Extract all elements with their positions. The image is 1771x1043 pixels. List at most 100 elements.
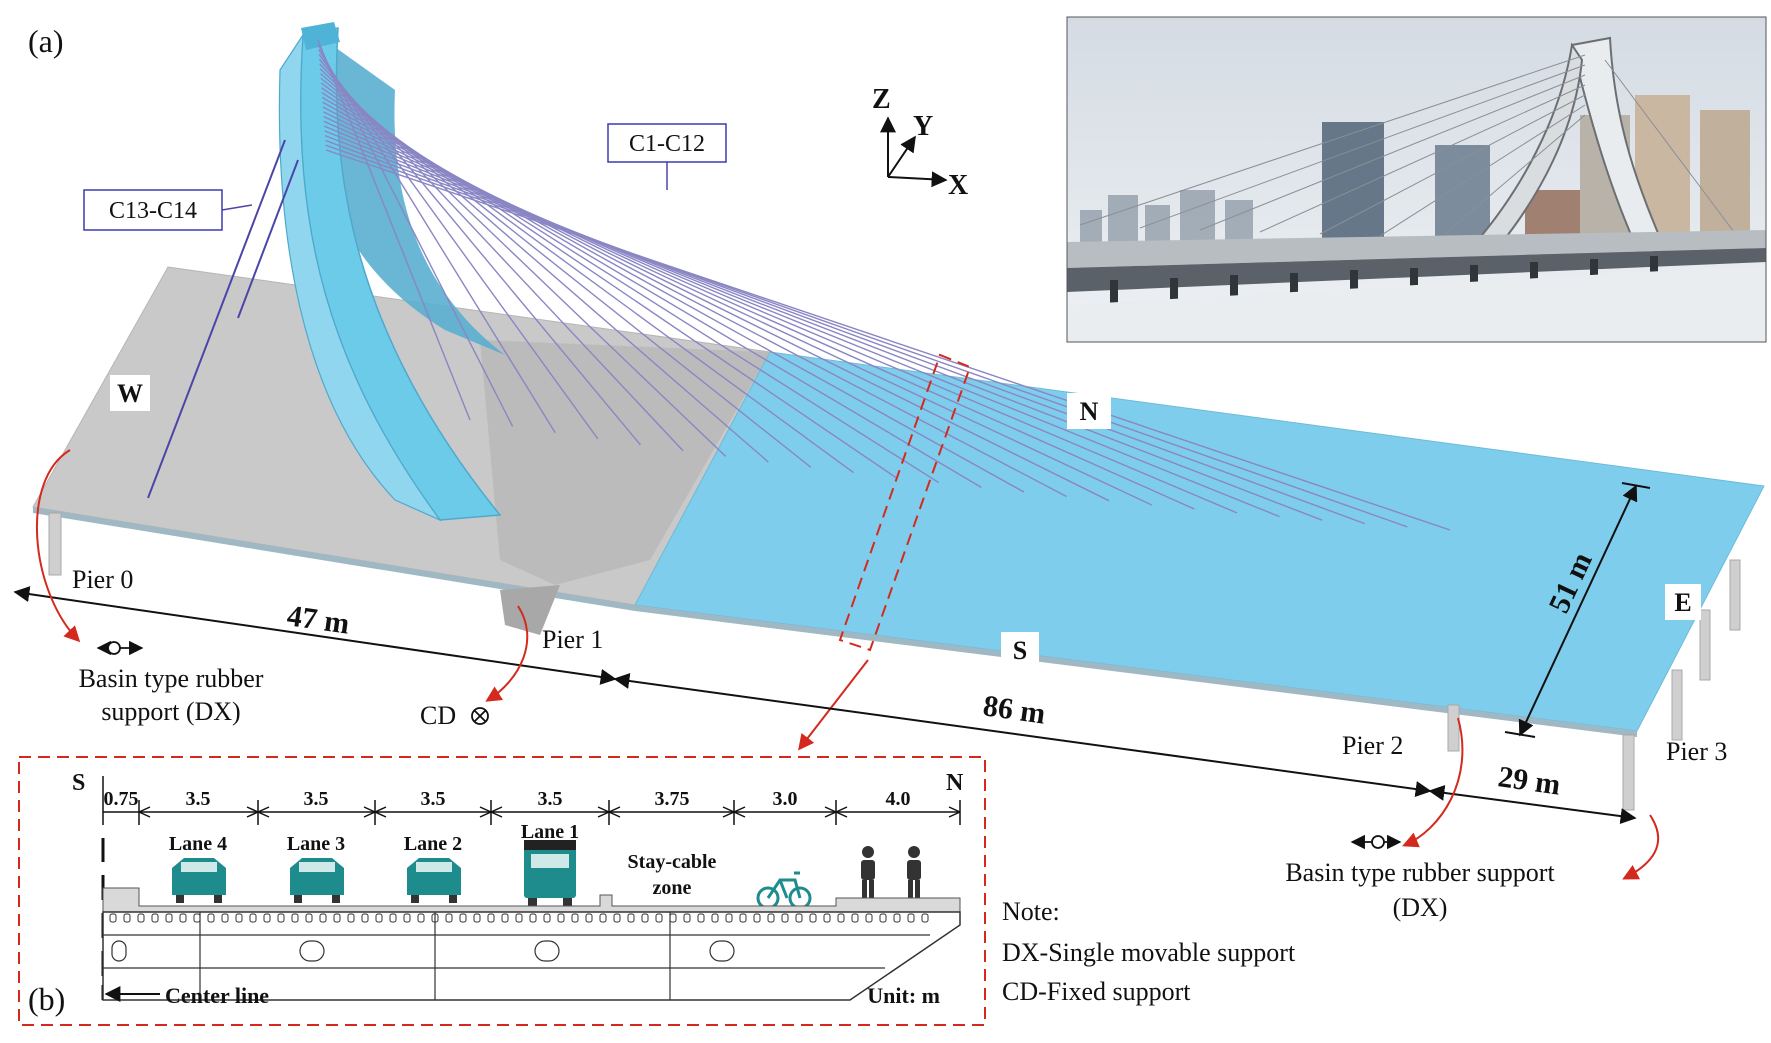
girder-rib	[515, 913, 523, 923]
stay-cable	[322, 101, 1025, 493]
axis-x-label: X	[948, 170, 968, 201]
girder-rib	[753, 913, 761, 923]
girder-rib	[123, 913, 131, 923]
girder-rib	[459, 913, 467, 923]
panel-a-label: (a)	[28, 23, 64, 59]
girder-rib	[655, 913, 663, 923]
girder-rib	[921, 913, 929, 923]
span-86-label: 86 m	[981, 689, 1047, 730]
girder-rib	[641, 913, 649, 923]
stay-cable	[325, 149, 1451, 531]
unit-label: Unit: m	[867, 983, 940, 1008]
girder-rib	[585, 913, 593, 923]
girder-rib	[683, 913, 691, 923]
girder-rib	[487, 913, 495, 923]
pedestrian-icon	[907, 846, 921, 898]
girder-rib	[165, 913, 173, 923]
axis-y-label: Y	[913, 111, 933, 142]
girder-rib	[543, 913, 551, 923]
cross-section-south: S	[72, 770, 85, 796]
girder-rib	[179, 913, 187, 923]
girder-rib	[823, 913, 831, 923]
span-47-label: 47 m	[285, 599, 351, 640]
girder-rib	[319, 913, 327, 923]
girder-rib	[599, 913, 607, 923]
girder-rib	[837, 913, 845, 923]
girder-rib	[879, 913, 887, 923]
width-5: 3.75	[655, 788, 690, 810]
dx-right-line-2: (DX)	[1393, 893, 1448, 922]
girder-rib	[389, 913, 397, 923]
stay-cables	[317, 39, 1451, 531]
note-line-1: DX-Single movable support	[1002, 938, 1296, 967]
west-label: W	[117, 379, 143, 408]
north-label: N	[1080, 397, 1099, 426]
girder-rib	[431, 913, 439, 923]
width-1: 3.5	[186, 788, 211, 810]
girder-rib	[305, 913, 313, 923]
dx-support-symbol-right	[1350, 834, 1402, 850]
girder-rib	[137, 913, 145, 923]
pier-0-label: Pier 0	[72, 565, 133, 594]
axis-z-label: Z	[872, 84, 891, 115]
stay-cable	[323, 125, 1238, 514]
pier-1-label: Pier 1	[542, 625, 603, 654]
girder-rib	[333, 913, 341, 923]
note-block: Note: DX-Single movable support CD-Fixed…	[1002, 897, 1296, 1006]
stay-cable-zone-line-2: zone	[653, 877, 692, 899]
axes-indicator: Z Y X	[872, 84, 968, 201]
stay-cable	[324, 130, 1280, 518]
car-icon	[290, 858, 344, 903]
dx-right-line-1: Basin type rubber support	[1285, 858, 1555, 887]
girder-rib	[865, 913, 873, 923]
width-0: 0.75	[104, 788, 139, 810]
girder-rib	[669, 913, 677, 923]
girder-rib	[809, 913, 817, 923]
bicycle-icon	[756, 871, 812, 910]
cross-section-marker	[838, 353, 972, 652]
girder-rib	[613, 913, 621, 923]
lane-4-label: Lane 4	[169, 833, 227, 855]
center-line-label: Center line	[165, 983, 269, 1008]
girder-rib	[893, 913, 901, 923]
girder-rib	[221, 913, 229, 923]
girder-rib	[725, 913, 733, 923]
girder-rib	[795, 913, 803, 923]
girder-rib	[529, 913, 537, 923]
cd-support-symbol	[471, 707, 489, 725]
girder-rib	[417, 913, 425, 923]
note-title: Note:	[1002, 897, 1060, 926]
stay-cable	[322, 111, 1110, 502]
girder-rib	[403, 913, 411, 923]
girder-rib	[697, 913, 705, 923]
girder-rib	[781, 913, 789, 923]
girder-rib	[445, 913, 453, 923]
girder-rib	[375, 913, 383, 923]
direction-labels: W N S E	[110, 375, 1701, 668]
cross-section-pointer	[798, 659, 869, 751]
width-2: 3.5	[304, 788, 329, 810]
girder-rib	[263, 913, 271, 923]
dx-support-symbol-left	[96, 640, 144, 656]
stay-cable	[325, 139, 1366, 525]
support-arrows	[35, 449, 1660, 880]
girder-rib	[627, 913, 635, 923]
stay-cable	[325, 144, 1408, 528]
girder-rib	[851, 913, 859, 923]
rear-cables	[147, 139, 299, 499]
cable-group-2-callout: C13-C14	[83, 189, 253, 231]
cross-section-north: N	[946, 770, 964, 796]
span-29-label: 29 m	[1496, 760, 1562, 801]
car-icon	[407, 858, 461, 903]
girder-rib	[207, 913, 215, 923]
stay-cable	[323, 120, 1195, 510]
girder-rib	[109, 913, 117, 923]
stay-cable-zone-line-1: Stay-cable	[628, 851, 717, 873]
girder-rib	[193, 913, 201, 923]
cross-section-panel: (b) S N	[18, 756, 986, 1026]
dx-left-line-1: Basin type rubber	[79, 664, 264, 693]
cable-group-1-callout: C1-C12	[607, 123, 727, 190]
bridge-photo	[1066, 16, 1767, 343]
girder-rib	[473, 913, 481, 923]
